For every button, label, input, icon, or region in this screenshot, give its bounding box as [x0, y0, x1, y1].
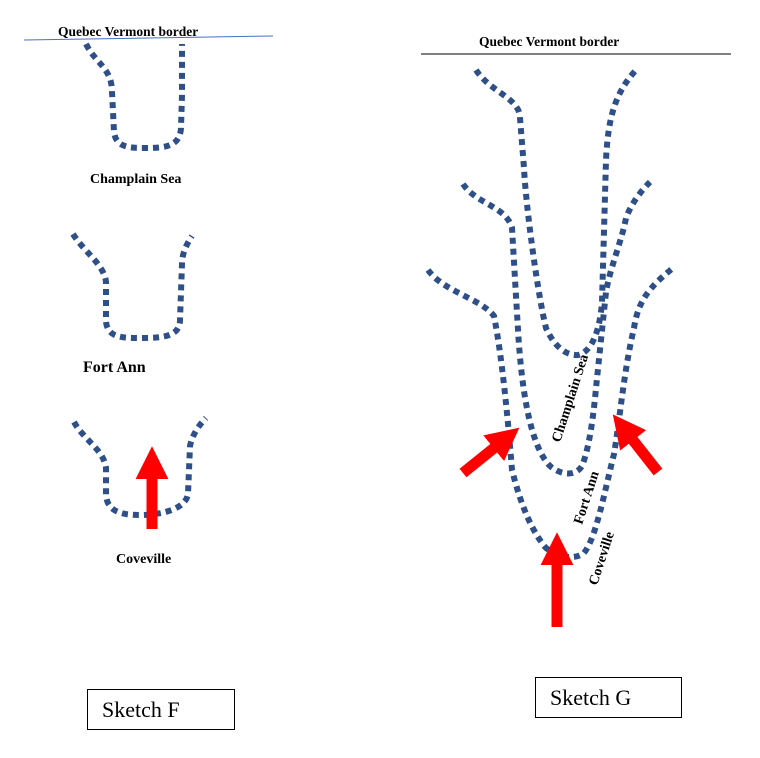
ice-flow-arrow-g-left — [459, 427, 520, 478]
lobe-label-champlain-f: Champlain Sea — [90, 172, 181, 187]
border-line-f — [23, 35, 274, 41]
ice-flow-arrow-g-right — [612, 414, 663, 476]
sketch-f-caption-text: Sketch F — [102, 696, 180, 722]
lobe-champlain-g — [473, 67, 639, 359]
lobe-label-fort-ann-f: Fort Ann — [83, 359, 146, 376]
sketch-f-caption: Sketch F — [87, 689, 235, 730]
sketch-g-caption-text: Sketch G — [550, 684, 632, 710]
lobe-label-champlain-g: Champlain Sea — [550, 353, 593, 445]
sketch-g: Quebec Vermont border Champlain Sea Fort… — [421, 34, 731, 627]
border-label-g: Quebec Vermont border — [479, 34, 619, 49]
sketch-g-caption: Sketch G — [535, 677, 682, 718]
lobe-fort-ann-g — [460, 179, 653, 477]
sketch-f: Quebec Vermont border Champlain Sea Fort… — [23, 24, 274, 567]
lobe-label-coveville-f: Coveville — [116, 552, 171, 567]
border-label-f: Quebec Vermont border — [58, 24, 198, 39]
lobe-champlain-f — [83, 42, 185, 152]
lobe-coveville-f — [71, 415, 209, 519]
lobe-fort-ann-f — [70, 232, 195, 342]
lobe-coveville-g — [425, 265, 675, 561]
